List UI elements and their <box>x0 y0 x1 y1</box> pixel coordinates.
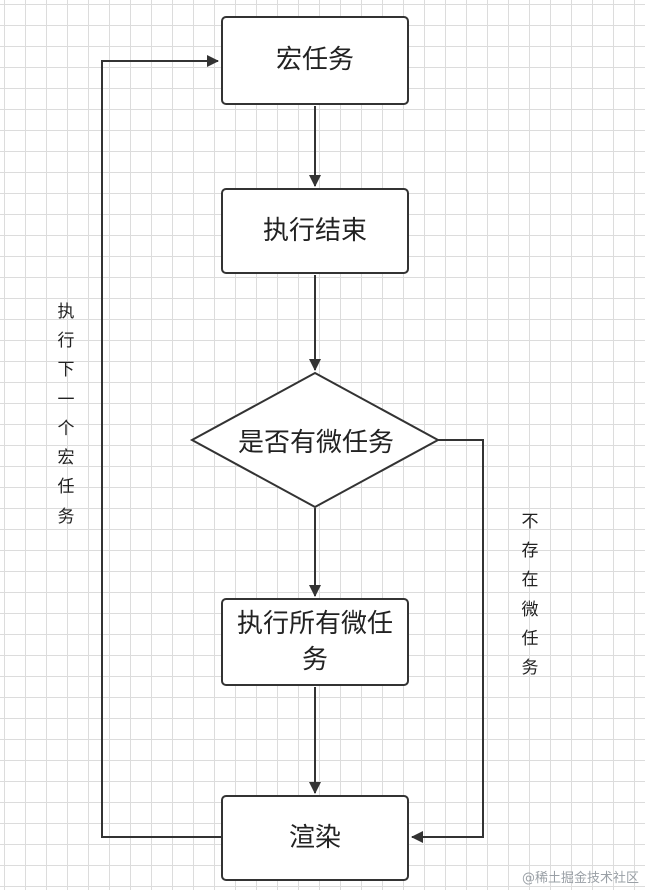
execution-end-node: 执行结束 <box>221 188 409 274</box>
watermark: @稀土掘金技术社区 <box>521 871 639 886</box>
all-micro-tasks-text: 执行所有微任务 <box>236 608 393 675</box>
render-node: 渲染 <box>221 795 409 881</box>
macro-task-node: 宏任务 <box>221 16 409 105</box>
decision-text: 是否有微任务 <box>237 427 394 458</box>
arrow-render-to-macro-loop <box>101 55 221 838</box>
decision-diamond <box>189 371 441 509</box>
render-text: 渲染 <box>288 822 341 853</box>
macro-task-text: 宏任务 <box>275 45 354 76</box>
all-micro-tasks-node: 执行所有微任务 <box>221 598 409 686</box>
execution-end-text: 执行结束 <box>262 215 367 246</box>
arrow-no-micro-to-render <box>411 439 484 843</box>
decision-node-label: 是否有微任务 <box>195 410 437 470</box>
no-micro-task-label: 不存在微任务 <box>521 512 539 679</box>
next-macro-task-label: 执行下一个宏任务 <box>57 302 75 527</box>
